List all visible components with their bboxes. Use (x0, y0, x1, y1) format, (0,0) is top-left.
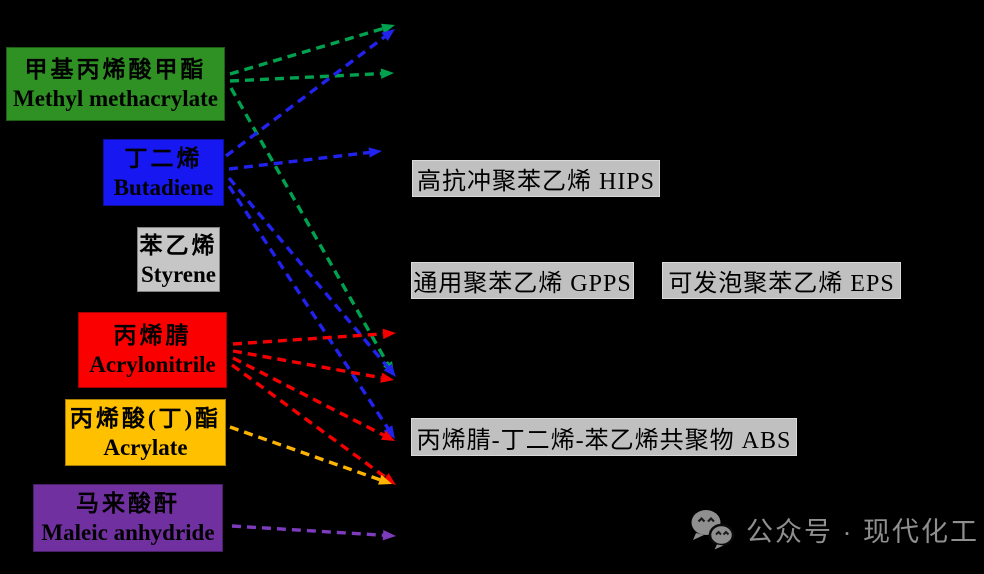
monomer-en-label: Butadiene (113, 174, 214, 200)
monomer-zh-label: 甲基丙烯酸甲酯 (24, 57, 207, 83)
monomer-zh-label: 丙烯酸(丁)酯 (69, 405, 222, 431)
monomer-box-methyl-methacrylate: 甲基丙烯酸甲酯 Methyl methacrylate (6, 47, 225, 121)
monomer-box-acrylonitrile: 丙烯腈 Acrylonitrile (78, 312, 227, 388)
product-box-abs: 丙烯腈-丁二烯-苯乙烯共聚物 ABS (411, 418, 797, 456)
monomer-box-butadiene: 丁二烯 Butadiene (103, 139, 224, 206)
monomer-zh-label: 苯乙烯 (139, 232, 218, 258)
monomer-zh-label: 丙烯腈 (113, 323, 192, 349)
wechat-icon (691, 510, 735, 550)
watermark-text: 公众号 · 现代化工 (746, 516, 979, 547)
watermark: 公众号 · 现代化工 (690, 503, 979, 555)
monomer-box-styrene: 苯乙烯 Styrene (137, 227, 220, 292)
monomer-en-label: Methyl methacrylate (12, 86, 218, 112)
product-box-hips: 高抗冲聚苯乙烯 HIPS (412, 160, 660, 197)
product-label: 高抗冲聚苯乙烯 HIPS (416, 169, 656, 195)
monomer-zh-label: 丁二烯 (124, 145, 203, 171)
monomer-en-label: Acrylonitrile (89, 352, 216, 378)
product-box-gpps: 通用聚苯乙烯 GPPS (411, 262, 634, 299)
monomer-zh-label: 马来酸酐 (76, 491, 180, 517)
product-label: 可发泡聚苯乙烯 EPS (668, 271, 895, 297)
monomer-en-label: Styrene (141, 261, 216, 287)
product-label: 丙烯腈-丁二烯-苯乙烯共聚物 ABS (416, 427, 792, 454)
product-box-eps: 可发泡聚苯乙烯 EPS (662, 262, 901, 299)
monomer-en-label: Acrylate (103, 434, 188, 460)
product-label: 通用聚苯乙烯 GPPS (413, 271, 632, 297)
monomer-box-maleic-anhydride: 马来酸酐 Maleic anhydride (33, 484, 223, 552)
monomer-box-acrylate: 丙烯酸(丁)酯 Acrylate (65, 399, 226, 466)
monomer-en-label: Maleic anhydride (41, 520, 215, 546)
